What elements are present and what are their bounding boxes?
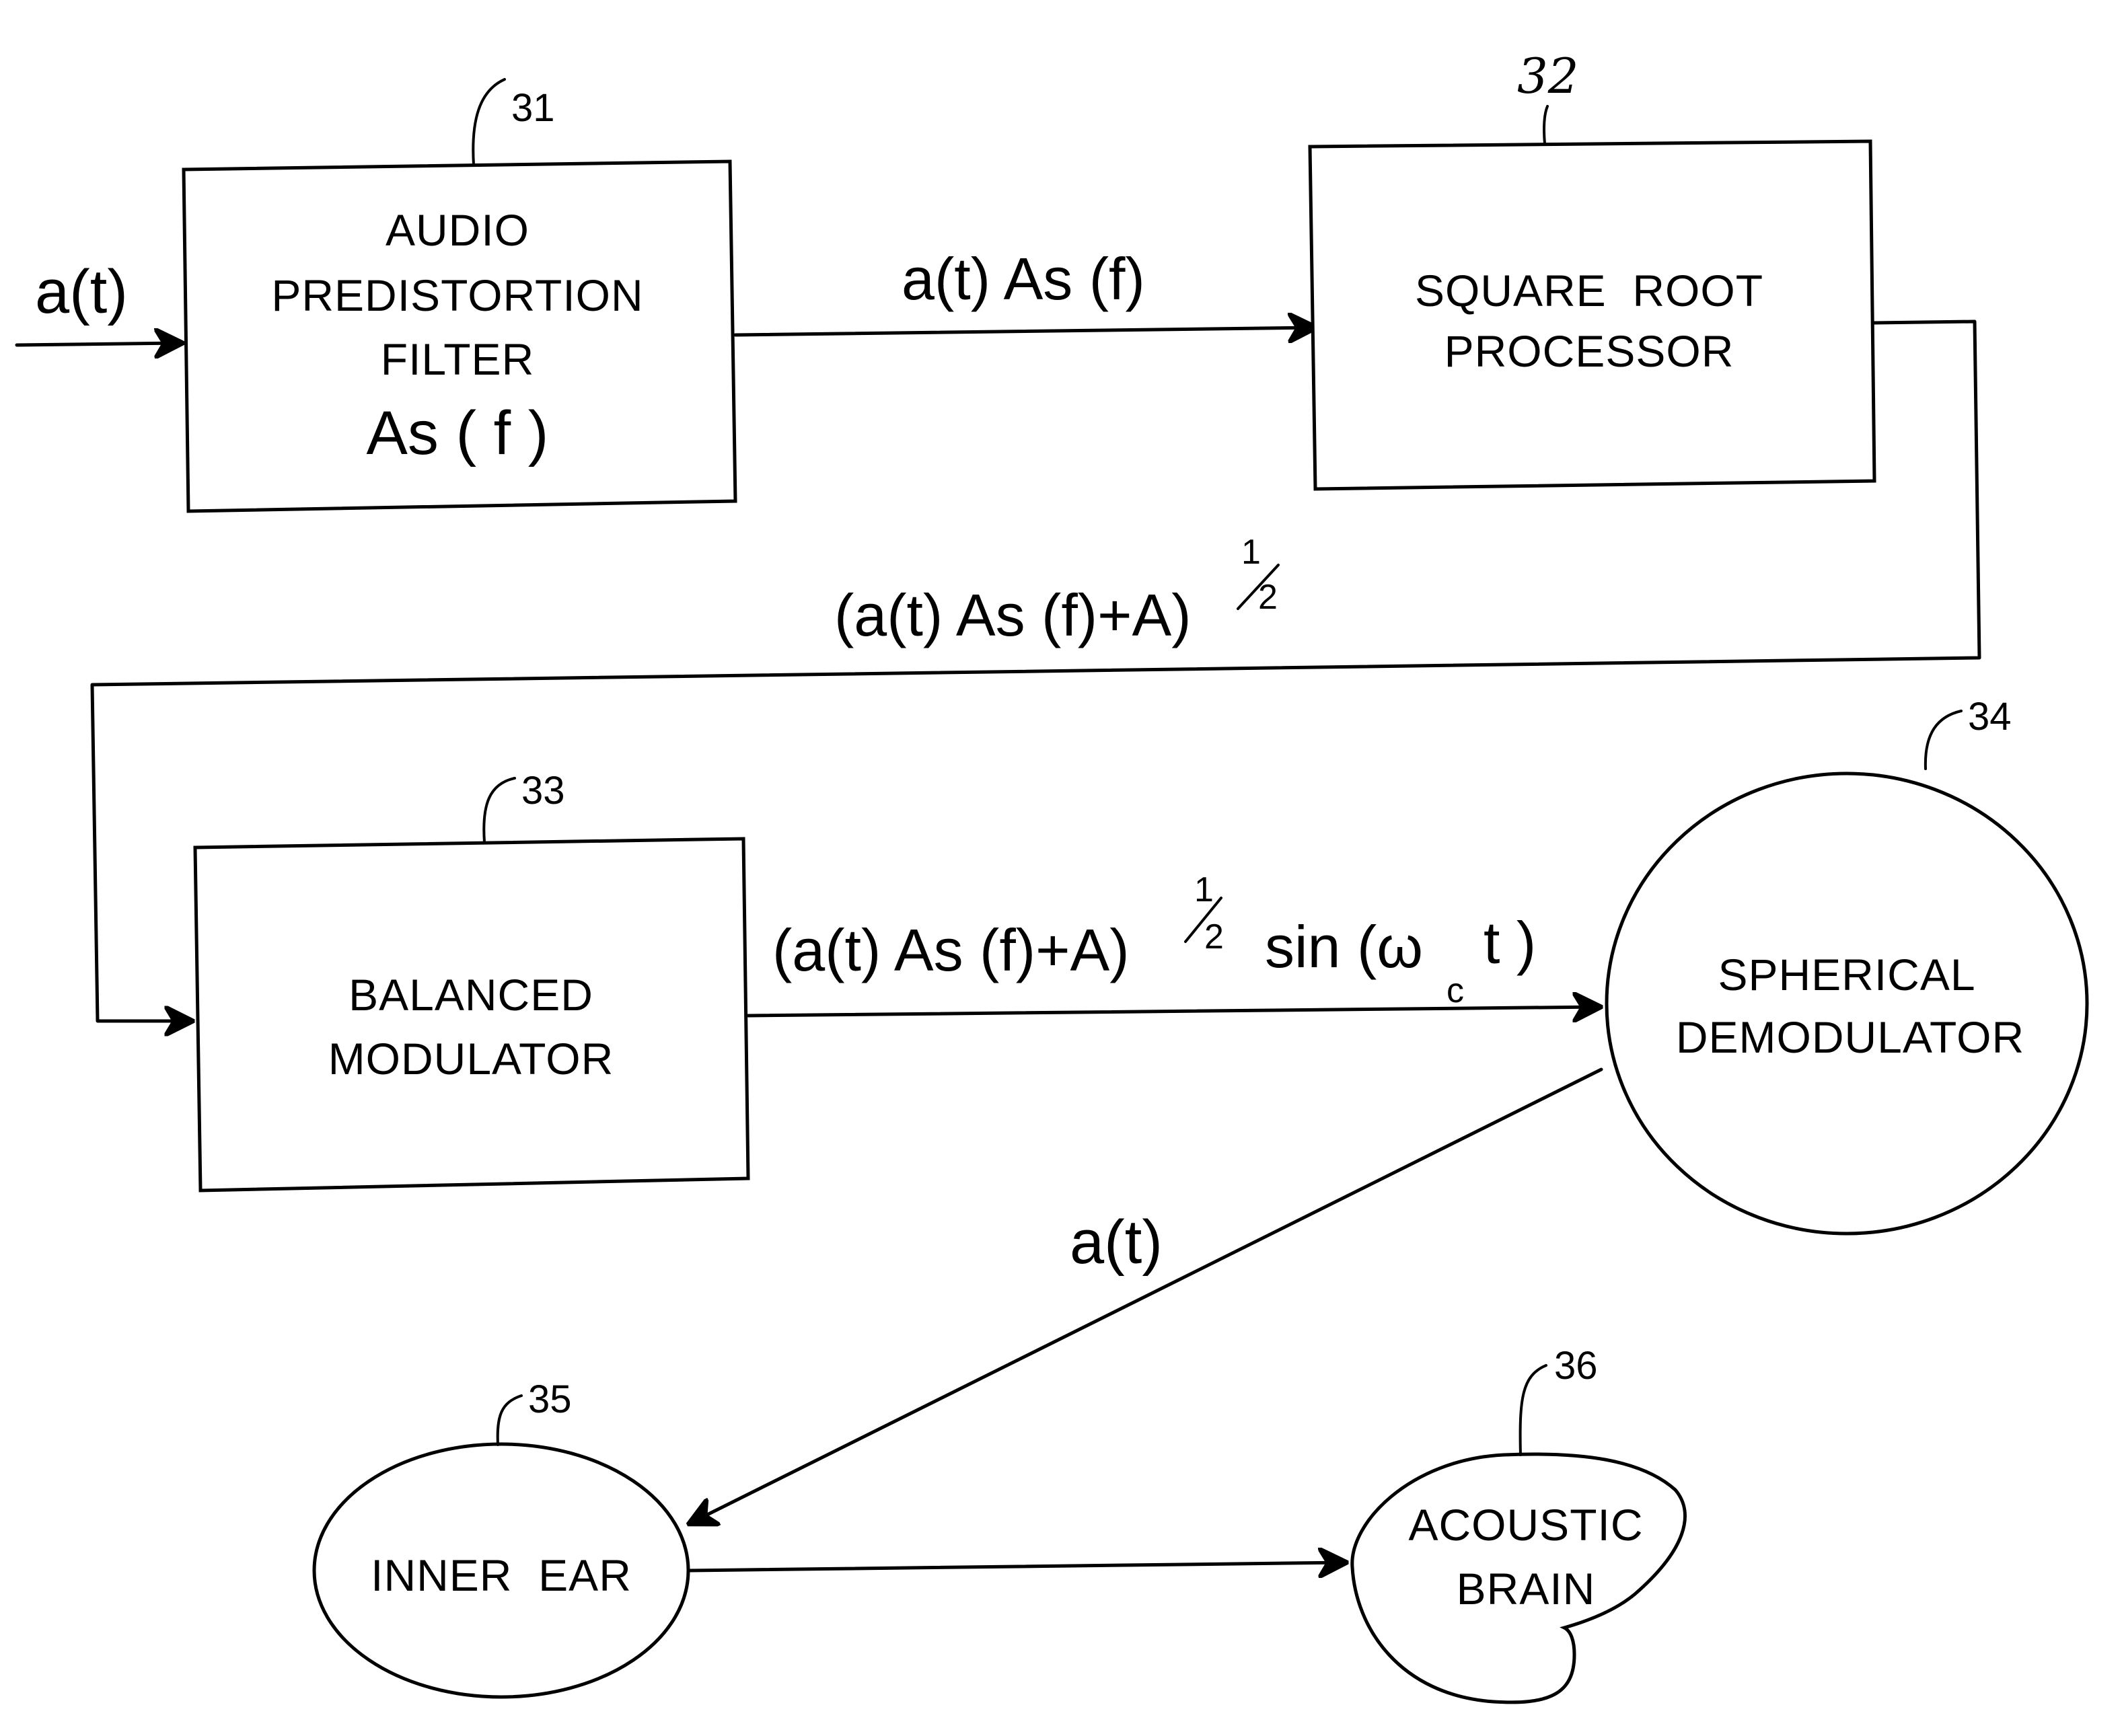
block-31-line-1: AUDIO <box>386 205 529 255</box>
block-31-box <box>182 159 737 513</box>
block-31-ref: 31 <box>511 86 555 130</box>
block-32-box <box>1308 139 1876 491</box>
acoustic-brain-block: 36 ACOUSTIC BRAIN <box>1350 1344 1687 1704</box>
route-32-to-33 <box>90 319 1981 1021</box>
block-32-line-2: PROCESSOR <box>1444 326 1734 376</box>
signal-32-33-exp-den: 2 <box>1258 578 1278 617</box>
block-31-leader <box>472 78 506 166</box>
signal-32-33-base: (a(t) As (f)+A) <box>834 582 1192 648</box>
block-36-leader <box>1519 1364 1547 1456</box>
signal-31-to-32: a(t) As (f) <box>733 246 1315 335</box>
arrow-34-to-35 <box>690 1067 1603 1523</box>
block-31-line-2: PREDISTORTION <box>271 270 643 320</box>
signal-33-34-tail: sin (ω <box>1265 913 1423 980</box>
signal-33-34-tail-end: t ) <box>1484 909 1536 976</box>
signal-33-34-exp-den: 2 <box>1204 917 1224 956</box>
block-34-circle <box>1605 771 2089 1236</box>
block-36-line-1: ACOUSTIC <box>1408 1500 1643 1550</box>
signal-34-to-35: a(t) <box>690 1067 1603 1523</box>
signal-31-32-label: a(t) As (f) <box>902 246 1145 312</box>
block-34-line-1: SPHERICAL <box>1718 950 1975 999</box>
inner-ear-block: 35 INNER EAR <box>312 1378 690 1699</box>
audio-predistortion-filter-block: 31 AUDIO PREDISTORTION FILTER As ( f ) <box>182 78 737 513</box>
block-34-ref: 34 <box>1968 695 2012 739</box>
signal-34-35-label: a(t) <box>1070 1208 1163 1277</box>
block-35-leader <box>496 1394 523 1446</box>
block-36-ref: 36 <box>1554 1344 1598 1388</box>
block-31-line-3: FILTER <box>381 334 534 384</box>
block-33-ref: 33 <box>521 769 565 813</box>
signal-33-34-sub: c <box>1447 971 1464 1010</box>
block-33-box <box>193 837 750 1193</box>
block-32-ref: 32 <box>1517 48 1579 104</box>
signal-33-34-base: (a(t) As (f)+A) <box>772 917 1130 983</box>
input-arrow <box>15 343 182 345</box>
block-33-leader <box>482 777 516 843</box>
block-34-line-2: DEMODULATOR <box>1676 1012 2024 1062</box>
signal-33-to-34: (a(t) As (f)+A) 1 2 sin (ω c t ) <box>746 870 1600 1016</box>
input-signal: a(t) <box>15 258 182 345</box>
signal-32-to-33: (a(t) As (f)+A) 1 2 <box>90 319 1981 1021</box>
signal-33-34-exp-num: 1 <box>1194 870 1214 909</box>
arrow-35-to-36 <box>688 1562 1346 1571</box>
signal-32-33-exp-num: 1 <box>1241 533 1261 572</box>
block-32-line-1: SQUARE ROOT <box>1415 266 1763 315</box>
block-32-leader <box>1543 105 1549 145</box>
block-34-leader <box>1924 710 1963 770</box>
block-36-line-2: BRAIN <box>1457 1564 1596 1614</box>
signal-32-33-exp-bar <box>1237 564 1280 610</box>
block-33-line-2: MODULATOR <box>328 1034 614 1084</box>
block-36-cloud <box>1350 1452 1687 1704</box>
block-33-line-1: BALANCED <box>349 970 593 1020</box>
block-35-line-1: INNER EAR <box>371 1550 632 1600</box>
signal-33-34-exp-bar <box>1184 897 1222 943</box>
arrow-31-to-32 <box>733 328 1315 335</box>
block-31-formula: As ( f ) <box>367 399 549 467</box>
input-signal-label: a(t) <box>35 258 128 326</box>
spherical-demodulator-block: 34 SPHERICAL DEMODULATOR <box>1605 695 2089 1236</box>
arrow-33-to-34 <box>746 1007 1600 1016</box>
square-root-processor-block: 32 SQUARE ROOT PROCESSOR <box>1308 48 1876 491</box>
balanced-modulator-block: 33 BALANCED MODULATOR <box>193 769 750 1193</box>
block-35-ref: 35 <box>528 1378 572 1421</box>
